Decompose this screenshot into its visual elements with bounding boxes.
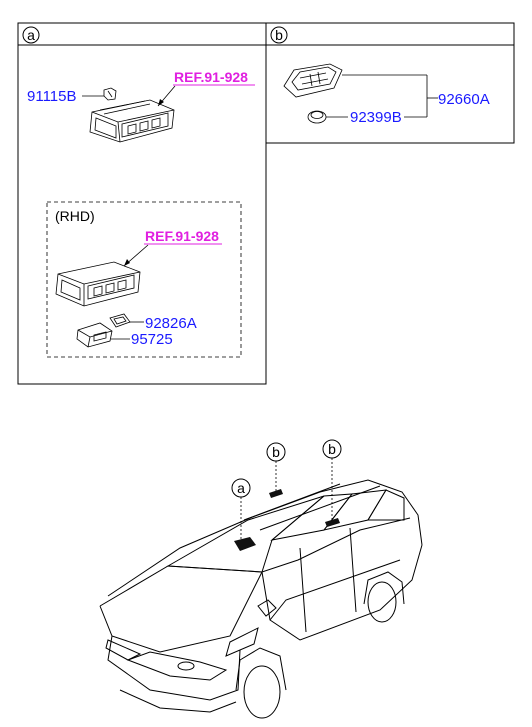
switch-drawing	[109, 313, 131, 328]
location-marker-a	[234, 537, 256, 551]
callout-b2: b	[328, 441, 336, 457]
rhd-label: (RHD)	[55, 208, 95, 224]
location-marker-b1	[269, 489, 283, 498]
panel-b-marker-circle	[270, 26, 288, 44]
panel-a-marker-circle	[22, 26, 40, 44]
overhead-console-drawing	[89, 99, 175, 143]
overhead-console-rhd-drawing	[55, 261, 141, 307]
module-drawing	[76, 322, 113, 348]
part-number-91115b: 91115B	[27, 88, 77, 105]
panel-b-marker: b	[275, 27, 283, 43]
location-marker-b2	[325, 518, 340, 527]
part-number-92826a: 92826A	[145, 315, 197, 332]
vehicle-drawing: a b b	[99, 439, 423, 719]
reference-label-rhd: REF.91-928	[145, 228, 219, 244]
roof-lamp-drawing	[283, 63, 343, 98]
part-number-92399b: 92399B	[350, 109, 402, 126]
reference-label-top: REF.91-928	[174, 69, 248, 85]
panel-a: a 91115B REF.91-928 (RHD)	[17, 22, 267, 385]
part-number-92660a: 92660A	[438, 91, 490, 108]
bracket-clip-drawing	[103, 87, 117, 101]
part-number-95725: 95725	[131, 331, 173, 348]
bulb-drawing	[307, 110, 327, 124]
panel-b: b 92660A 92399B	[265, 22, 515, 144]
panel-a-marker: a	[27, 27, 35, 43]
callout-b1: b	[272, 444, 280, 460]
callout-a: a	[237, 480, 245, 496]
